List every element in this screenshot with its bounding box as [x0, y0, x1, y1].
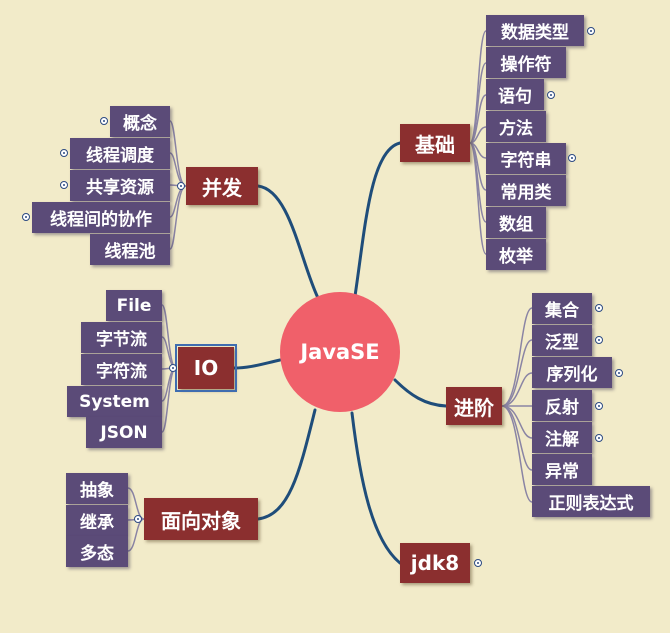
leaf-label: 字符串 [500, 151, 552, 171]
expand-toggle-icon[interactable] [177, 182, 185, 190]
expand-toggle-icon[interactable] [587, 27, 595, 35]
branch-node-jdk8[interactable]: jdk8 [400, 543, 470, 583]
leaf-label: 反射 [545, 398, 579, 418]
leaf-label: 异常 [545, 462, 579, 482]
leaf-label: 继承 [80, 513, 114, 533]
leaf-label: 线程间的协作 [50, 210, 152, 230]
leaf-node[interactable]: 概念 [110, 106, 170, 137]
leaf-label: 方法 [499, 119, 533, 139]
branch-node-jichu[interactable]: 基础 [400, 124, 470, 162]
branch-label: 基础 [415, 132, 455, 157]
leaf-label: 集合 [545, 301, 579, 321]
expand-toggle-icon[interactable] [134, 515, 142, 523]
center-node-javase[interactable]: JavaSE [280, 292, 400, 412]
leaf-label: 枚举 [499, 247, 533, 267]
leaf-label: 正则表达式 [548, 494, 634, 514]
leaf-node[interactable]: 线程调度 [70, 138, 170, 169]
leaf-node[interactable]: 多态 [66, 536, 128, 567]
leaf-node[interactable]: 异常 [532, 454, 592, 485]
leaf-node[interactable]: File [106, 290, 162, 321]
leaf-label: JSON [100, 422, 148, 443]
leaf-node[interactable]: 注解 [532, 422, 592, 453]
leaf-node[interactable]: 数组 [486, 207, 546, 238]
expand-toggle-icon[interactable] [615, 369, 623, 377]
branch-label: 并发 [202, 175, 242, 200]
leaf-node[interactable]: JSON [86, 417, 162, 448]
leaf-node[interactable]: 反射 [532, 390, 592, 421]
expand-toggle-icon[interactable] [595, 336, 603, 344]
expand-toggle-icon[interactable] [60, 181, 68, 189]
leaf-label: 常用类 [500, 183, 552, 203]
leaf-node[interactable]: 常用类 [486, 175, 566, 206]
expand-toggle-icon[interactable] [547, 91, 555, 99]
expand-toggle-icon[interactable] [568, 154, 576, 162]
leaf-node[interactable]: 方法 [486, 111, 546, 142]
expand-toggle-icon[interactable] [22, 213, 30, 221]
leaf-node[interactable]: System [67, 386, 162, 417]
leaf-node[interactable]: 集合 [532, 293, 592, 324]
leaf-label: 泛型 [545, 333, 579, 353]
leaf-node[interactable]: 共享资源 [70, 170, 170, 201]
expand-toggle-icon[interactable] [100, 117, 108, 125]
leaf-label: 数组 [499, 215, 533, 235]
leaf-node[interactable]: 字符流 [81, 354, 162, 385]
leaf-label: 抽象 [80, 481, 114, 501]
trunk-jinjie [393, 378, 448, 408]
leaf-node[interactable]: 字节流 [81, 322, 162, 353]
leaf-node[interactable]: 语句 [486, 79, 544, 110]
branch-node-bingfa[interactable]: 并发 [186, 167, 258, 205]
leaf-label: 序列化 [546, 365, 598, 385]
expand-toggle-icon[interactable] [595, 304, 603, 312]
leaf-label: 操作符 [500, 55, 552, 75]
leaf-node[interactable]: 序列化 [532, 357, 612, 388]
expand-toggle-icon[interactable] [474, 559, 482, 567]
expand-toggle-icon[interactable] [595, 402, 603, 410]
branch-node-io[interactable]: IO [175, 344, 237, 392]
leaf-node[interactable]: 数据类型 [486, 15, 584, 46]
expand-toggle-icon[interactable] [595, 434, 603, 442]
trunk-jichu [353, 141, 402, 298]
center-label: JavaSE [300, 340, 380, 364]
leaf-node[interactable]: 线程间的协作 [32, 202, 170, 233]
leaf-label: File [116, 295, 152, 316]
leaf-label: 字节流 [96, 330, 147, 350]
branch-node-mianxiang[interactable]: 面向对象 [144, 498, 258, 540]
trunk-mianxiang [256, 408, 317, 521]
leaf-label: 共享资源 [86, 178, 154, 198]
leaf-node[interactable]: 线程池 [90, 234, 170, 265]
leaf-node[interactable]: 正则表达式 [532, 486, 650, 517]
leaf-label: 多态 [80, 544, 114, 564]
leaf-label: 语句 [498, 87, 532, 107]
branch-node-jinjie[interactable]: 进阶 [446, 387, 502, 425]
expand-toggle-icon[interactable] [169, 364, 177, 372]
trunk-jdk8 [350, 411, 402, 565]
branch-label: 面向对象 [161, 508, 241, 533]
leaf-node[interactable]: 操作符 [486, 47, 566, 78]
leaf-node[interactable]: 抽象 [66, 473, 128, 504]
leaf-node[interactable]: 继承 [66, 505, 128, 536]
leaf-label: System [79, 391, 150, 412]
leaf-label: 线程调度 [86, 146, 154, 166]
leaf-label: 数据类型 [501, 23, 569, 43]
leaf-label: 注解 [545, 430, 579, 450]
leaf-label: 概念 [123, 114, 157, 134]
leaf-node[interactable]: 字符串 [486, 143, 566, 174]
trunk-bingfa [256, 184, 320, 300]
expand-toggle-icon[interactable] [60, 149, 68, 157]
branch-label: IO [193, 356, 219, 380]
leaf-label: 线程池 [104, 242, 156, 262]
leaf-node[interactable]: 泛型 [532, 325, 592, 356]
branch-label: jdk8 [410, 551, 460, 575]
leaf-node[interactable]: 枚举 [486, 239, 546, 270]
trunk-io [232, 358, 282, 370]
leaf-label: 字符流 [96, 362, 147, 382]
branch-label: 进阶 [454, 395, 494, 420]
